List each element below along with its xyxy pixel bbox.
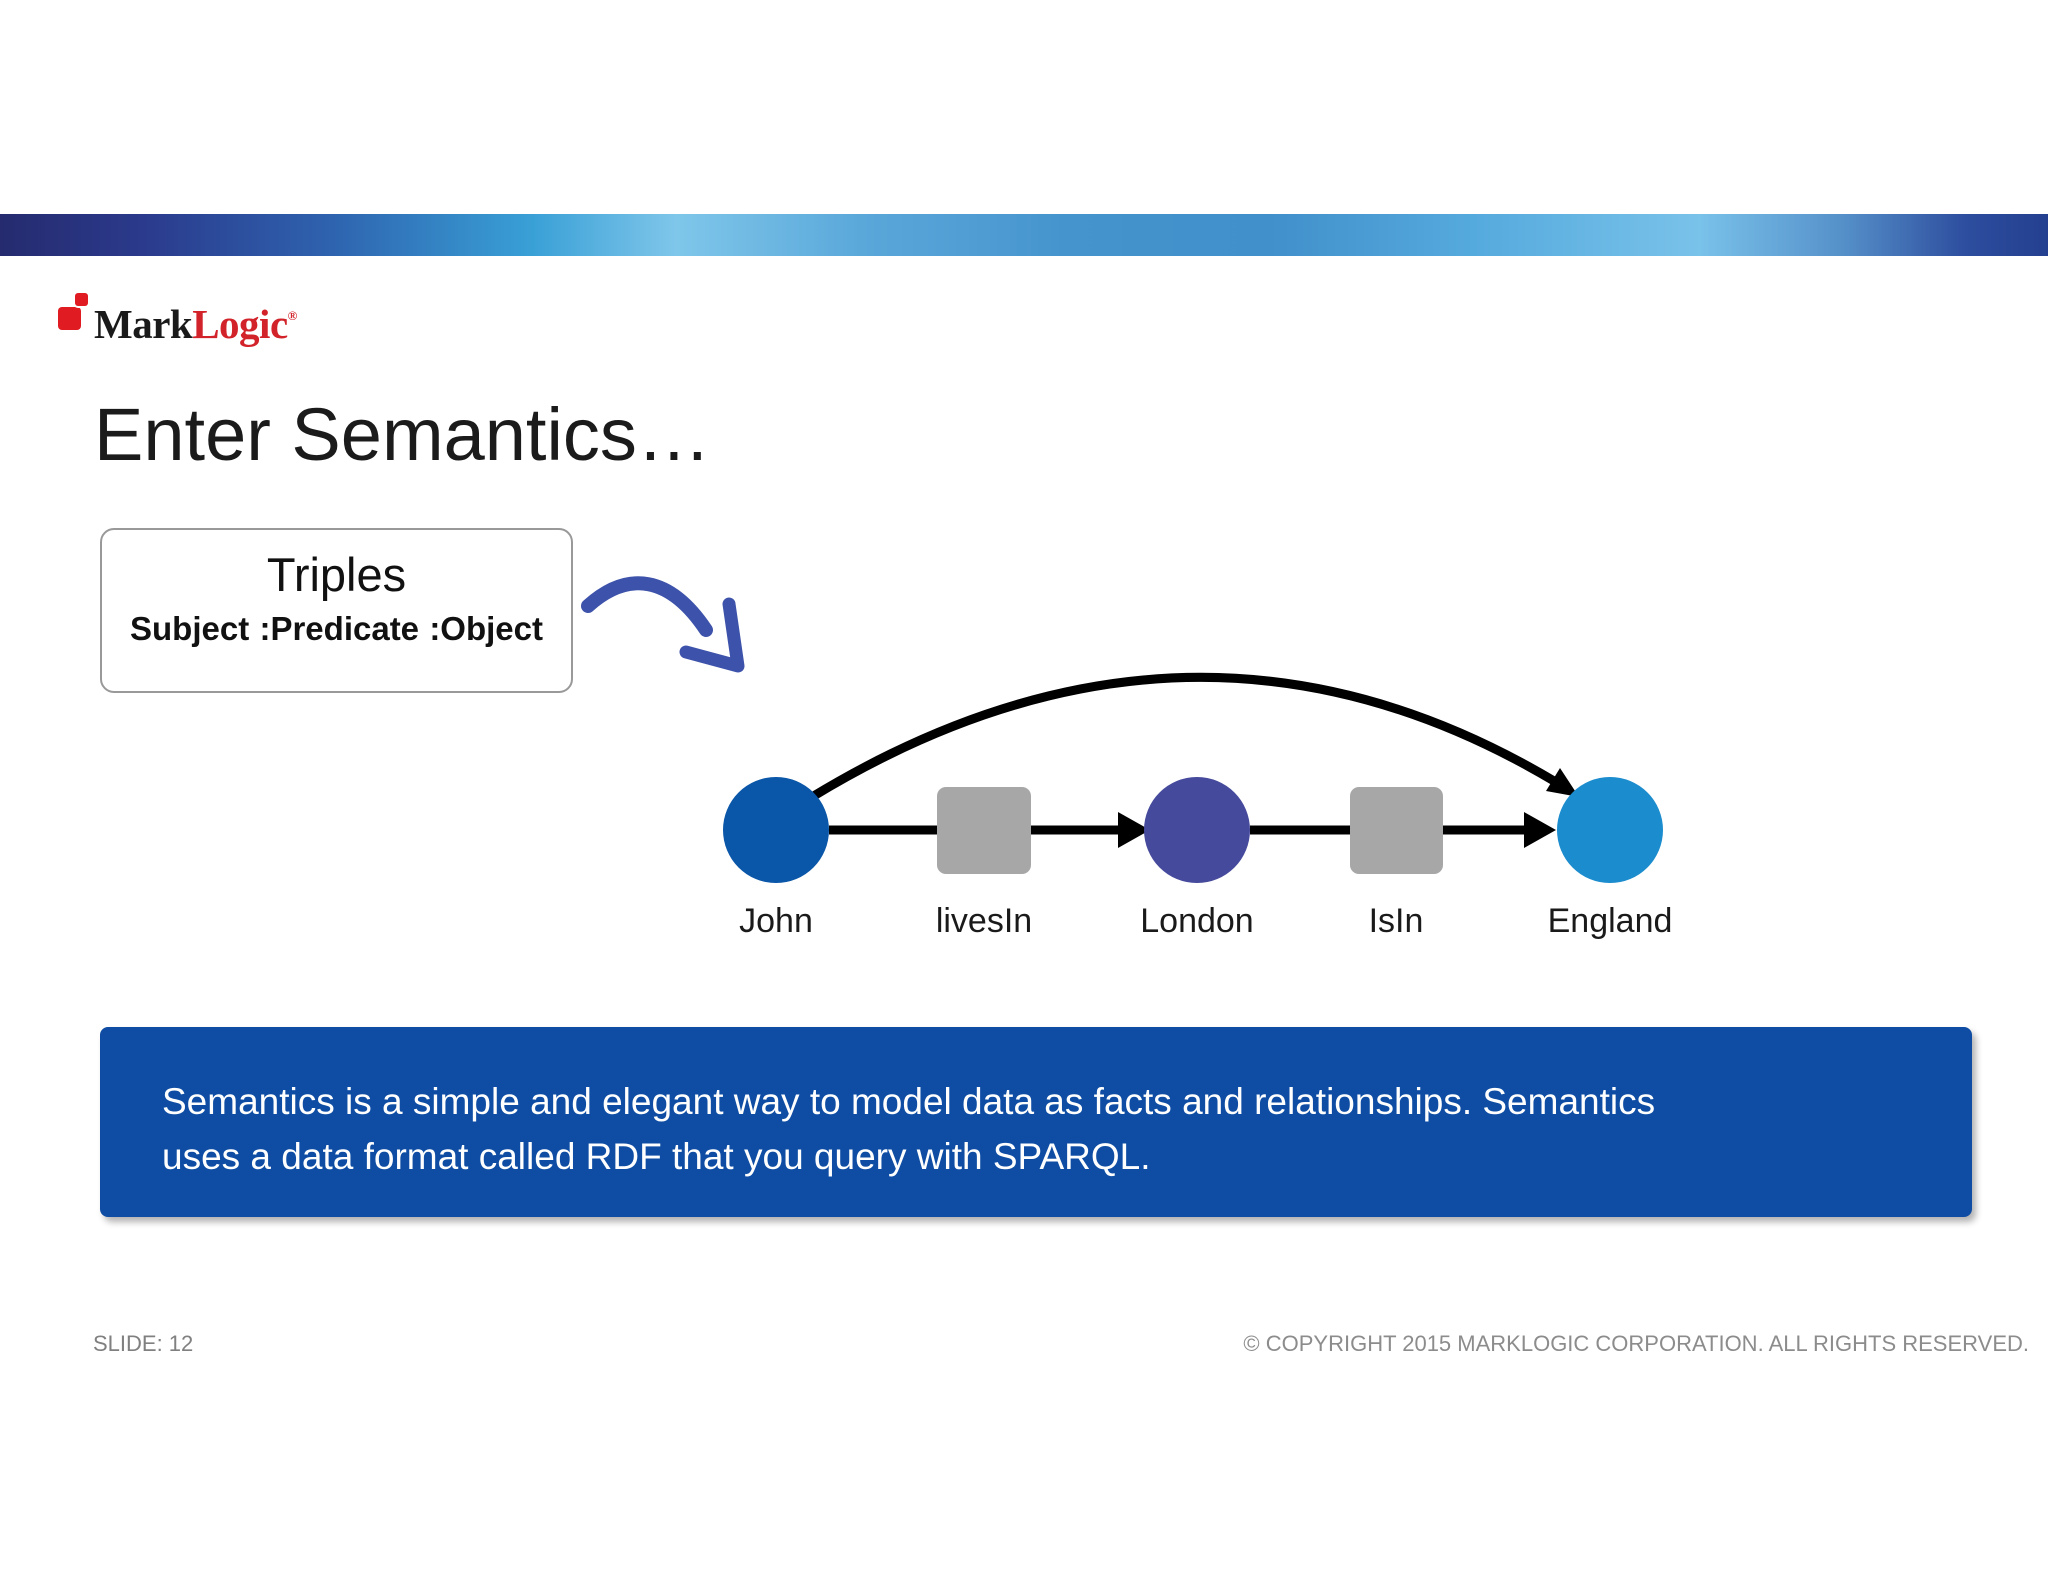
logo-wordmark: MarkLogic® xyxy=(94,291,297,349)
triples-predicate-label: :Predicate xyxy=(259,610,420,647)
node-circle-england xyxy=(1557,777,1663,883)
sketch-arrow-head-icon xyxy=(679,597,745,673)
triples-object-label: :Object xyxy=(429,610,543,647)
arrowhead-london-icon xyxy=(1118,812,1150,848)
logo-text-logic: Logic xyxy=(192,301,288,347)
callout-text-line-1: Semantics is a simple and elegant way to… xyxy=(162,1081,1656,1122)
arrowhead-arc-icon xyxy=(1546,768,1579,797)
copyright-notice: © COPYRIGHT 2015 MARKLOGIC CORPORATION. … xyxy=(1243,1331,2029,1356)
node-label-london: London xyxy=(1140,902,1254,940)
node-circle-london xyxy=(1144,777,1250,883)
arrowhead-england-icon xyxy=(1524,812,1556,848)
registered-trademark-symbol: ® xyxy=(287,308,298,323)
triples-box: Triples Subject :Predicate :Object xyxy=(100,528,573,693)
edge-arc-john-england xyxy=(807,672,1559,802)
node-circle-john xyxy=(723,777,829,883)
summary-callout: Semantics is a simple and elegant way to… xyxy=(100,1027,1972,1217)
top-gradient-ribbon xyxy=(0,214,2048,256)
slide-title: Enter Semantics… xyxy=(94,393,711,476)
node-square-isin xyxy=(1350,787,1443,874)
node-label-livesin: livesIn xyxy=(935,902,1033,940)
node-label-england: England xyxy=(1547,902,1673,940)
triples-subject-label: Subject xyxy=(130,610,250,647)
slide-number: SLIDE: 12 xyxy=(93,1331,194,1356)
logo-square-large xyxy=(58,307,81,330)
node-label-john: John xyxy=(739,902,813,940)
triples-pattern-row: Subject :Predicate :Object xyxy=(102,610,571,648)
logo-square-small xyxy=(75,293,88,306)
logo-text-mark: Mark xyxy=(94,301,193,347)
node-square-livesin xyxy=(937,787,1031,874)
sketch-arrow-curve xyxy=(581,576,713,637)
node-label-isin: IsIn xyxy=(1368,902,1424,940)
callout-text-line-2: uses a data format called RDF that you q… xyxy=(162,1136,1151,1177)
triples-box-title: Triples xyxy=(266,548,407,601)
